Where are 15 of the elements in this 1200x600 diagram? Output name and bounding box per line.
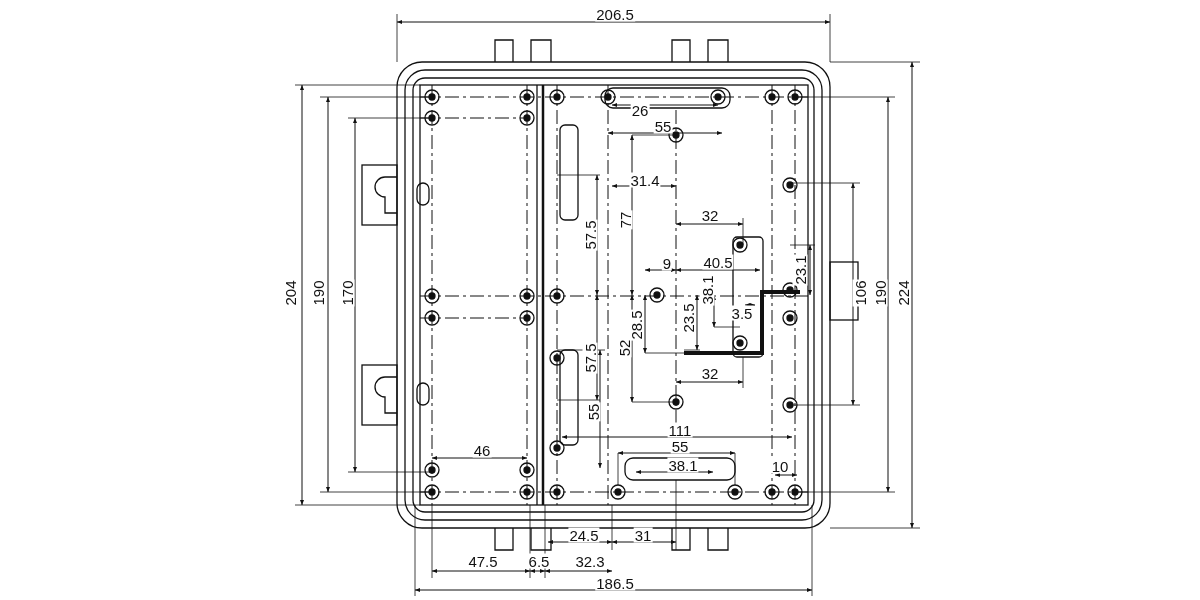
dimension-text: 3.5: [730, 305, 754, 321]
dimension-text: 111: [667, 422, 693, 438]
dimension-text: 26: [630, 102, 650, 118]
dimension-text: 38.1: [699, 274, 715, 306]
dimension-text: 106: [852, 279, 868, 307]
dimension-text: 24.5: [568, 527, 600, 543]
dimension-text: 57.5: [582, 342, 598, 374]
dimension-text: 6.5: [527, 553, 551, 569]
dimension-text: 38.1: [667, 457, 699, 473]
dimension-text: 31.4: [629, 172, 661, 188]
dimension-text: 23.1: [792, 254, 808, 286]
dimension-text: 40.5: [702, 254, 734, 270]
dimension-text: 31: [633, 527, 653, 543]
dimension-text: 28.5: [628, 309, 644, 341]
dimension-text: 10: [770, 458, 790, 474]
